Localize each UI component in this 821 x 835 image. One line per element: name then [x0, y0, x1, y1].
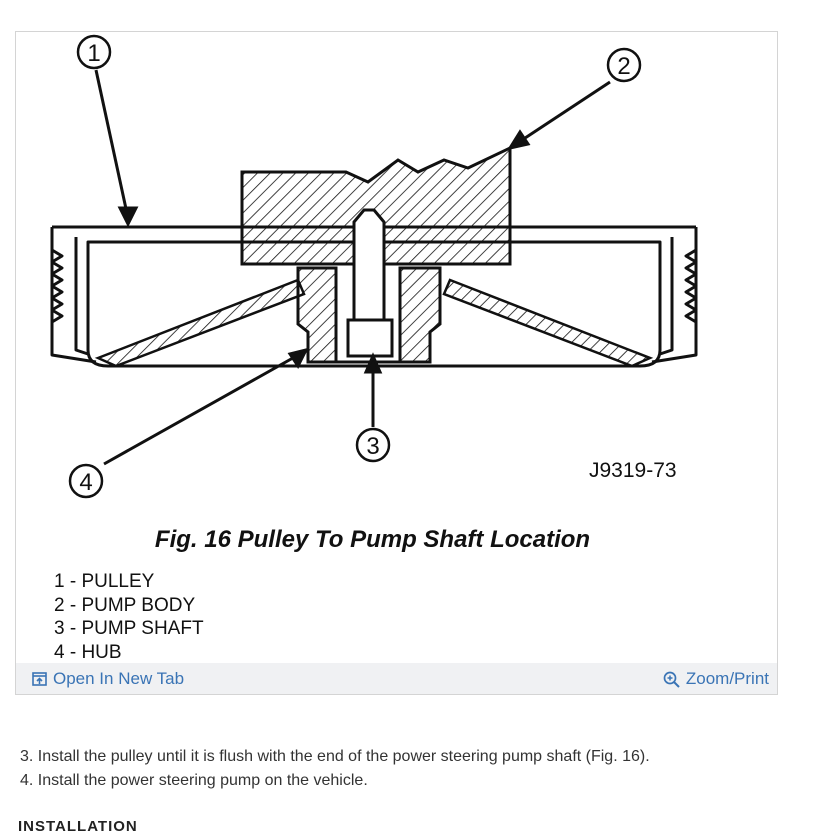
pulley-right-wall [651, 227, 698, 364]
leader-2 [515, 80, 611, 146]
pulley-left-grooves [50, 248, 64, 324]
callout-2: 2 [617, 53, 630, 80]
leader-4 [103, 352, 301, 466]
legend-item: 4 - HUB [54, 641, 122, 663]
figure-toolbar: Open In New Tab Zoom/Print [16, 663, 777, 694]
zoom-print-label: Zoom/Print [685, 669, 769, 688]
hub [296, 266, 338, 364]
zoom-in-icon [663, 671, 680, 688]
legend-item: 1 - PULLEY [54, 571, 155, 592]
figure-caption: Fig. 16 Pulley To Pump Shaft Location [154, 526, 591, 553]
figure-legend: 1 - PULLEY 2 - PUMP BODY 3 - PUMP SHAFT … [54, 570, 204, 664]
open-new-tab-icon [32, 672, 47, 686]
pulley-right-grooves [684, 248, 698, 324]
legend-item: 3 - PUMP SHAFT [54, 618, 204, 639]
pump-body [240, 145, 512, 266]
callout-3: 3 [366, 433, 379, 460]
callout-3-circle [355, 427, 391, 463]
hub-web-right [442, 278, 654, 368]
leader-1 [94, 69, 130, 219]
pulley-left-wall [50, 227, 97, 364]
callout-4-circle [68, 463, 104, 499]
instruction-step-3: 3. Install the pulley until it is flush … [20, 748, 650, 765]
pulley-diagram: 1 2 3 4 J9319-73 [50, 34, 698, 499]
open-in-new-tab-link[interactable]: Open In New Tab [32, 669, 184, 689]
hub-right [398, 266, 442, 364]
callout-1-circle [76, 34, 112, 70]
figure-code: J9319-73 [589, 459, 677, 482]
pump-shaft [352, 208, 386, 322]
shaft-nut [346, 318, 394, 358]
figure-panel: 1 2 3 4 J9319-73 Fig. 16 Pulley To Pump … [15, 31, 778, 695]
callout-1: 1 [87, 40, 100, 67]
instruction-steps: 3. Install the pulley until it is flush … [20, 745, 650, 793]
legend-item: 2 - PUMP BODY [54, 594, 196, 616]
open-in-new-tab-label: Open In New Tab [53, 669, 185, 688]
callout-2-circle [606, 47, 642, 83]
hub-web-left [94, 278, 306, 368]
callout-4: 4 [79, 469, 92, 496]
pulley-bowl [86, 240, 662, 368]
instruction-step-4: 4. Install the power steering pump on th… [20, 772, 368, 789]
zoom-print-link[interactable]: Zoom/Print [663, 669, 769, 689]
